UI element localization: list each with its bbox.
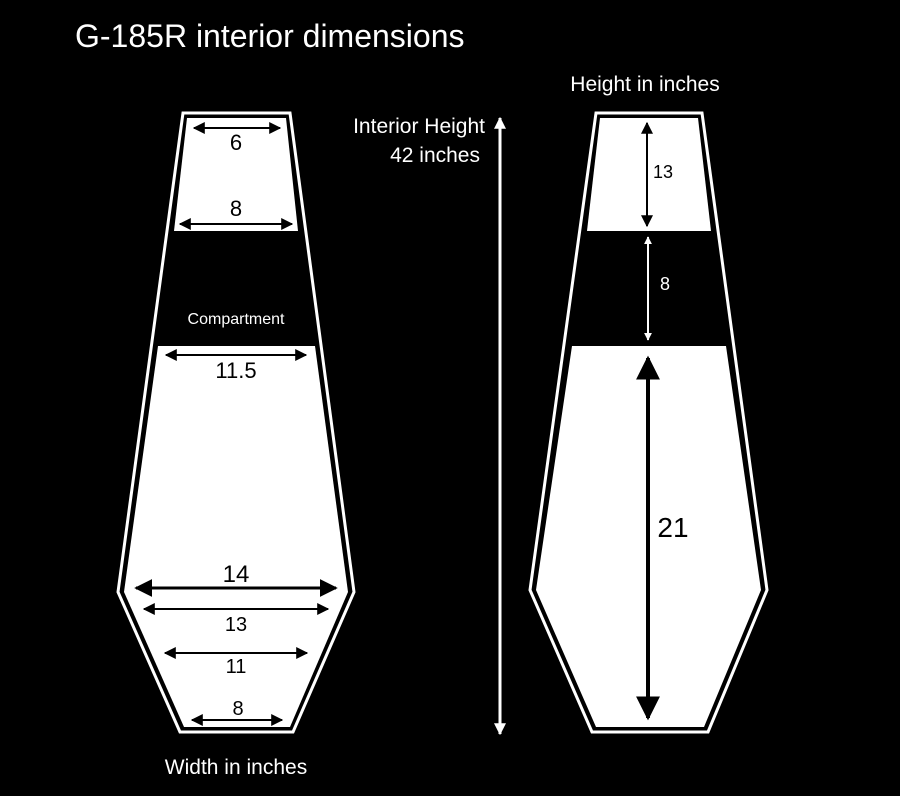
right-top-section bbox=[587, 118, 711, 231]
left-top-section bbox=[174, 118, 298, 231]
height-middle-label: 8 bbox=[660, 274, 670, 294]
compartment-label: Compartment bbox=[188, 311, 285, 328]
right-coffin-diagram: 13 8 21 bbox=[528, 111, 769, 734]
left-outline bbox=[116, 111, 356, 734]
width-top-label: 6 bbox=[230, 130, 242, 155]
interior-height-label: Interior Height bbox=[353, 115, 485, 138]
height-bottom-label: 21 bbox=[657, 512, 688, 543]
width-upper-label: 8 bbox=[230, 196, 242, 221]
right-outline bbox=[528, 111, 769, 734]
page-title: G-185R interior dimensions bbox=[75, 18, 465, 54]
left-caption: Width in inches bbox=[165, 756, 307, 779]
width-lower1-label: 13 bbox=[225, 614, 247, 636]
width-widest-label: 14 bbox=[223, 561, 250, 588]
right-caption: Height in inches bbox=[570, 73, 719, 96]
height-top-label: 13 bbox=[653, 162, 673, 182]
width-lower2-label: 11 bbox=[226, 656, 247, 678]
left-coffin-diagram: Compartment 6 8 11.5 14 13 11 8 bbox=[116, 111, 356, 734]
interior-height-value: 42 inches bbox=[390, 144, 480, 167]
width-shoulder-label: 11.5 bbox=[215, 358, 256, 383]
left-lower-section bbox=[124, 346, 348, 727]
width-bottom-label: 8 bbox=[232, 698, 243, 720]
interior-height-indicator: Interior Height 42 inches bbox=[353, 115, 506, 736]
